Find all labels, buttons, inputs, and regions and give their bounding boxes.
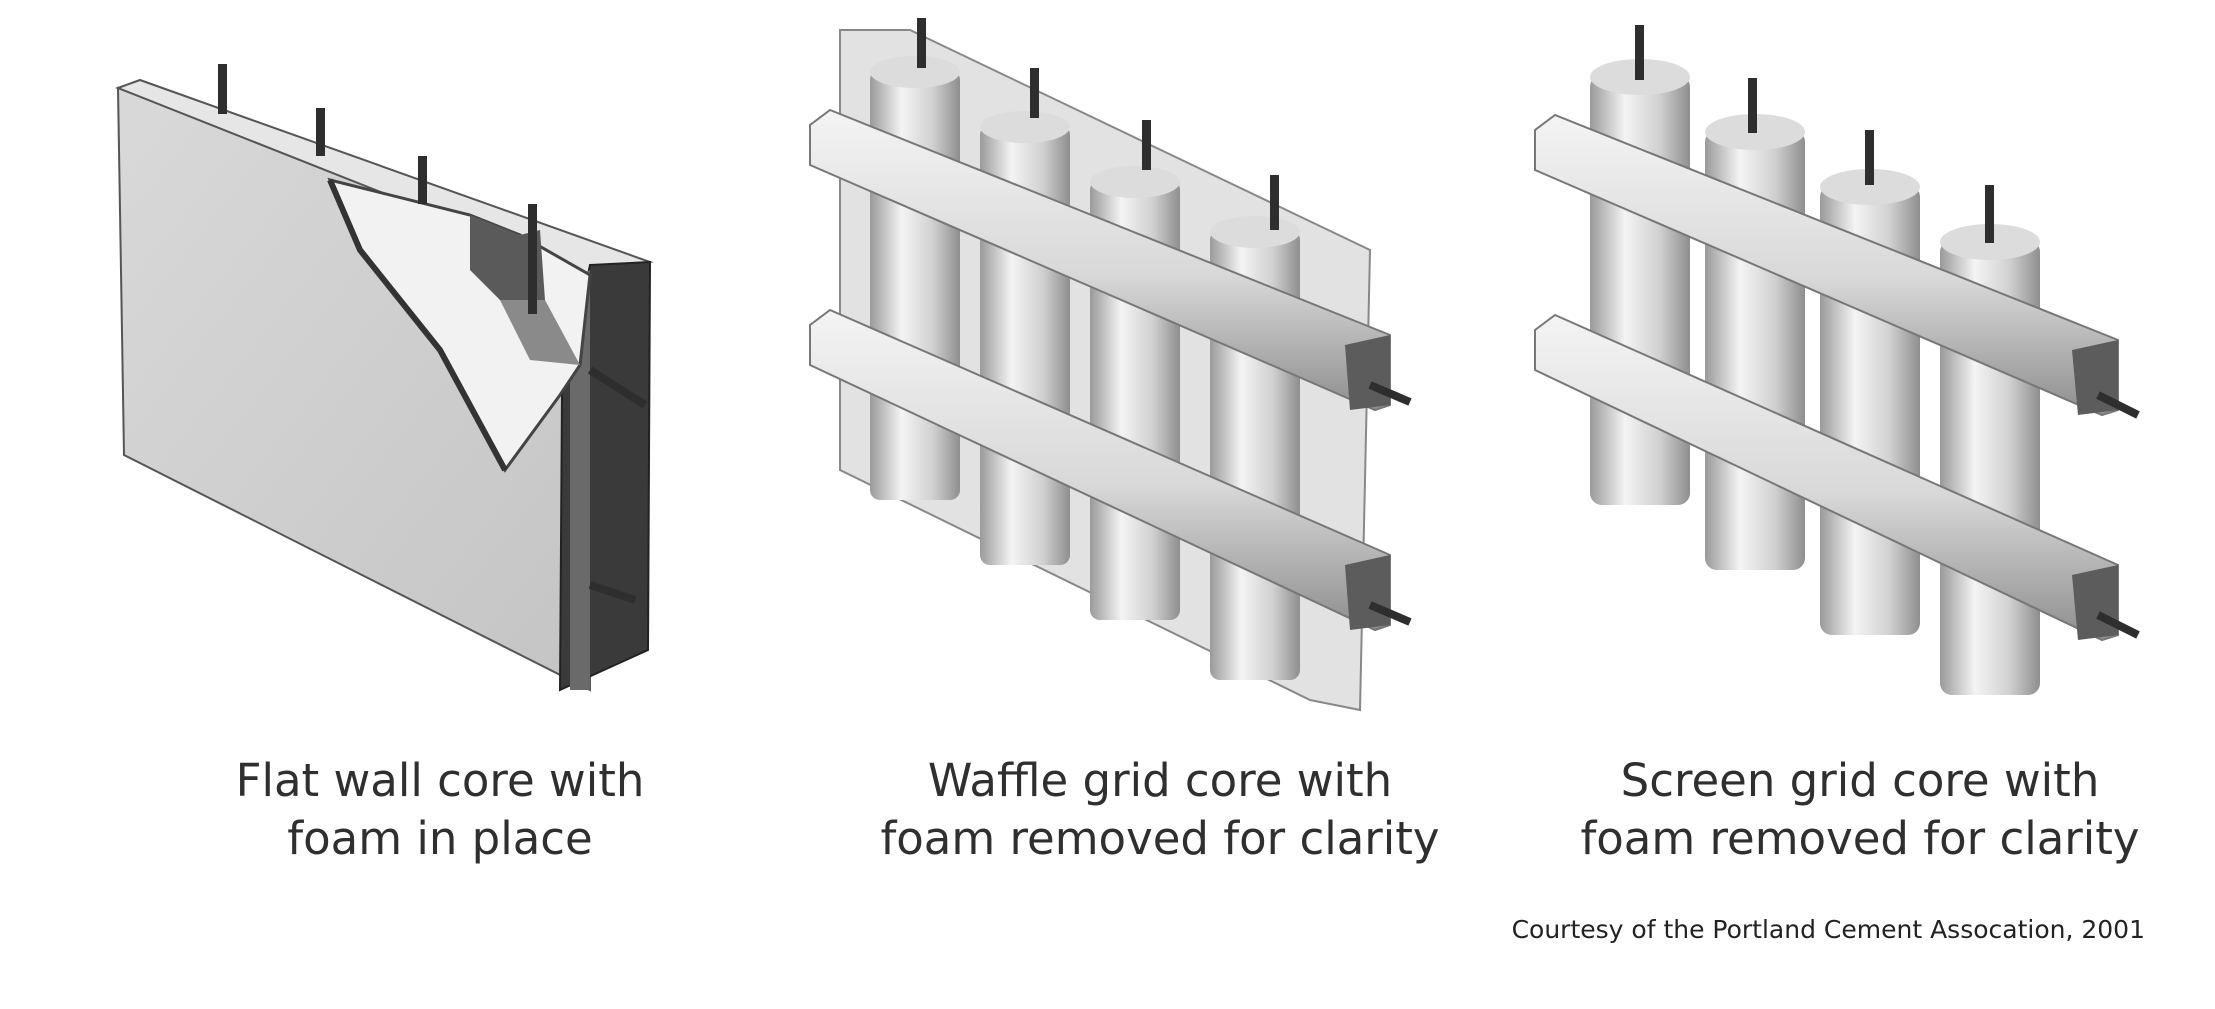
caption-line: foam removed for clarity — [1580, 812, 2140, 865]
flat-wall-illustration — [115, 64, 654, 692]
caption-line: Flat wall core with — [235, 754, 645, 807]
caption-line: Screen grid core with — [1620, 754, 2100, 807]
caption-line: foam removed for clarity — [880, 812, 1440, 865]
waffle-grid-illustration — [809, 18, 1412, 712]
screen-grid-illustration — [1534, 25, 2140, 695]
waffle-grid-caption: Waffle grid core with foam removed for c… — [810, 752, 1510, 868]
screen-grid-caption: Screen grid core with foam removed for c… — [1510, 752, 2210, 868]
flat-wall-caption: Flat wall core with foam in place — [90, 752, 790, 868]
caption-line: Waffle grid core with — [927, 754, 1393, 807]
screen-grid-figure — [1520, 0, 2180, 760]
waffle-grid-figure — [790, 0, 1450, 760]
caption-line: foam in place — [287, 812, 593, 865]
credit-line: Courtesy of the Portland Cement Assocati… — [1511, 915, 2145, 944]
flat-wall-figure — [0, 0, 738, 760]
